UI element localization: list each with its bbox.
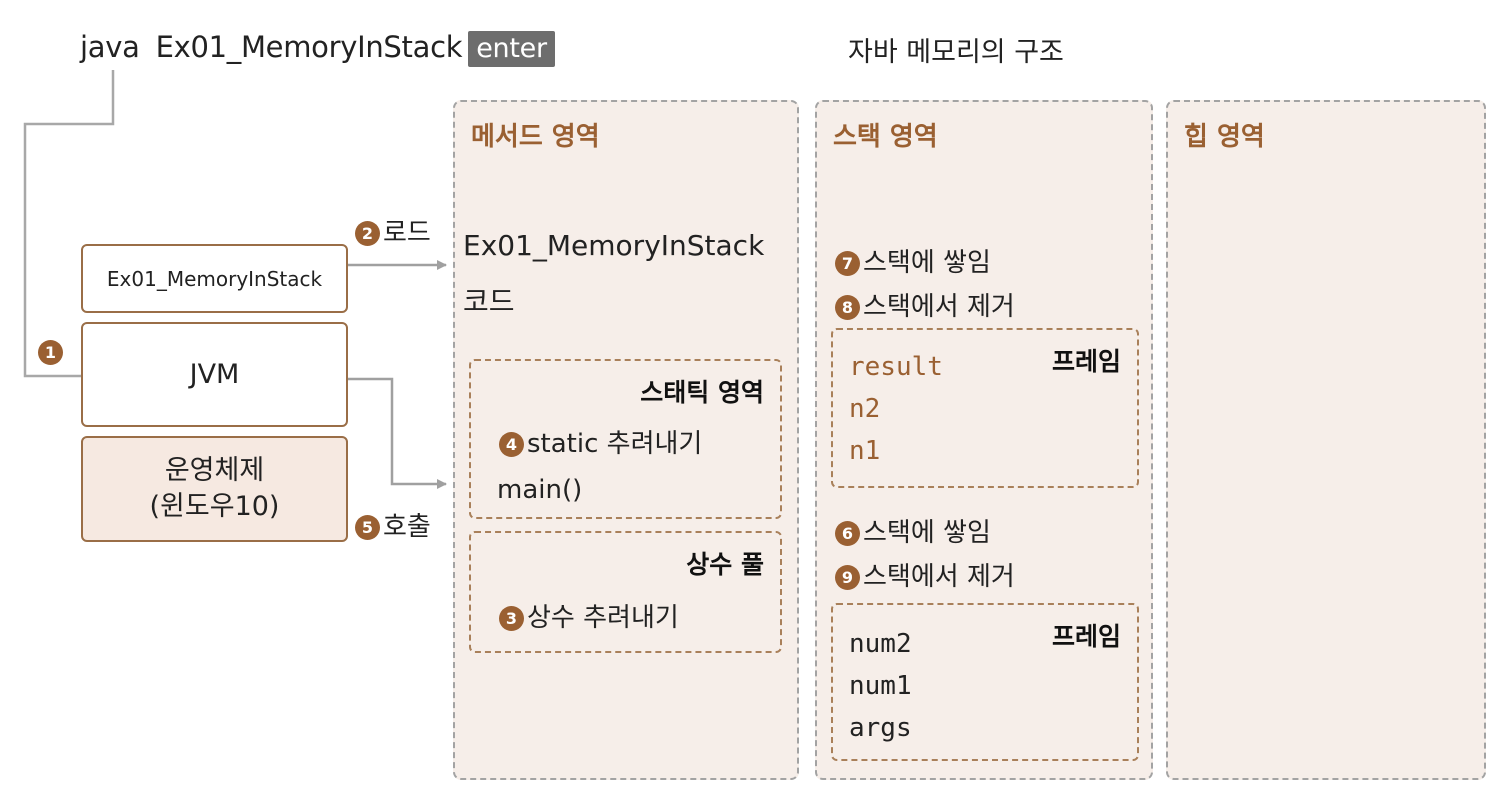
load-text: 로드 [383,218,431,248]
step1-marker: 1 [38,337,66,367]
frame-var-n1: n1 [849,436,881,466]
method-area-code-name: Ex01_MemoryInStack [463,229,765,262]
constant-step-text: 상수 추려내기 [527,603,679,633]
os-version: (윈도우10) [149,491,280,522]
step4-badge: 4 [499,432,524,457]
static-area-title: 스태틱 영역 [640,378,764,407]
frame-top-title: 프레임 [1051,347,1121,376]
step9-text: 스택에서 제거 [863,562,1015,592]
step3-badge: 3 [499,606,524,631]
step6-badge: 6 [835,521,860,546]
method-area-code-label: 코드 [463,285,515,318]
step2-badge: 2 [355,221,380,246]
heap-area: 힙 영역 [1166,100,1486,780]
jvm-box: JVM [81,322,348,427]
class-file-box: Ex01_MemoryInStack [81,244,348,313]
call-text: 호출 [383,512,431,542]
frame-var-result: result [849,352,943,382]
step6-text: 스택에 쌓임 [863,518,991,548]
static-step-text: static 추려내기 [527,429,703,459]
frame-var-args: args [849,713,912,743]
step1-badge: 1 [38,340,63,365]
frame-var-num1: num1 [849,671,912,701]
java-command: java [80,30,140,64]
frame-top: 프레임 result n2 n1 [831,328,1139,488]
frame-bottom: 프레임 num2 num1 args [831,603,1139,761]
os-name: 운영체제 [164,455,265,486]
step8-badge: 8 [835,295,860,320]
step7-badge: 7 [835,251,860,276]
step9-badge: 9 [835,565,860,590]
method-area-title: 메서드 영역 [471,122,600,152]
diagram-title: 자바 메모리의 구조 [848,37,1064,68]
stack-area-title: 스택 영역 [833,122,938,152]
enter-key: enter [468,31,555,67]
constant-pool-title: 상수 풀 [686,550,764,579]
os-box: 운영체제 (윈도우10) [81,436,348,542]
frame-var-n2: n2 [849,394,881,424]
step8-text: 스택에서 제거 [863,292,1015,322]
call-arrow [347,377,447,489]
static-item-main: main() [497,475,583,505]
heap-area-title: 힙 영역 [1184,122,1265,152]
class-name: Ex01_MemoryInStack [155,30,463,64]
frame-var-num2: num2 [849,629,912,659]
command-to-jvm-line [23,70,115,378]
step5-badge: 5 [355,515,380,540]
step7-text: 스택에 쌓임 [863,248,991,278]
frame-bottom-title: 프레임 [1051,622,1121,651]
